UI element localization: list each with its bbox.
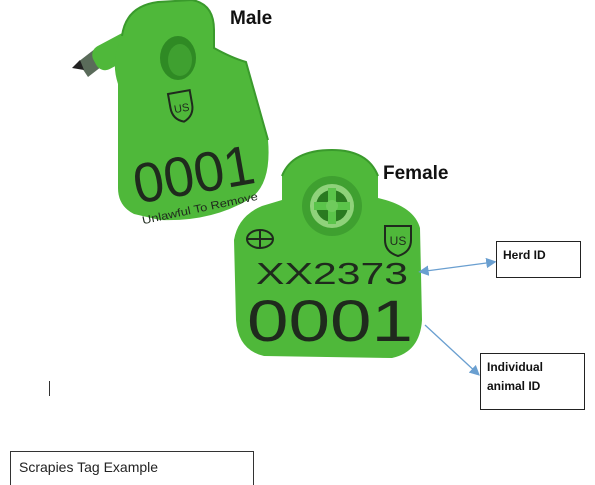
male-tag: US 0001 Unlawful To Remove [72,0,269,227]
individual-id-arrow [424,324,480,376]
female-us-logo: US [384,225,412,258]
herd-id-arrow [418,257,497,276]
female-tag-number: 0001 [247,289,413,354]
female-tag-body [234,150,422,358]
female-tag-herd-code: XX2373 [256,256,408,291]
male-us-logo: US [166,89,194,123]
text-cursor [49,381,50,396]
herd-id-callout: Herd ID [496,241,581,278]
female-tag-left-symbol [246,229,274,249]
male-us-logo-text: US [173,102,190,116]
individual-animal-id-callout: Individual animal ID [480,353,585,410]
female-us-logo-text: US [390,234,407,248]
caption-box: Scrapies Tag Example [10,451,254,485]
female-tag: US XX2373 0001 [234,148,422,358]
male-heading: Male [230,8,273,29]
male-tag-pin-point [72,60,84,70]
female-heading: Female [383,163,449,184]
